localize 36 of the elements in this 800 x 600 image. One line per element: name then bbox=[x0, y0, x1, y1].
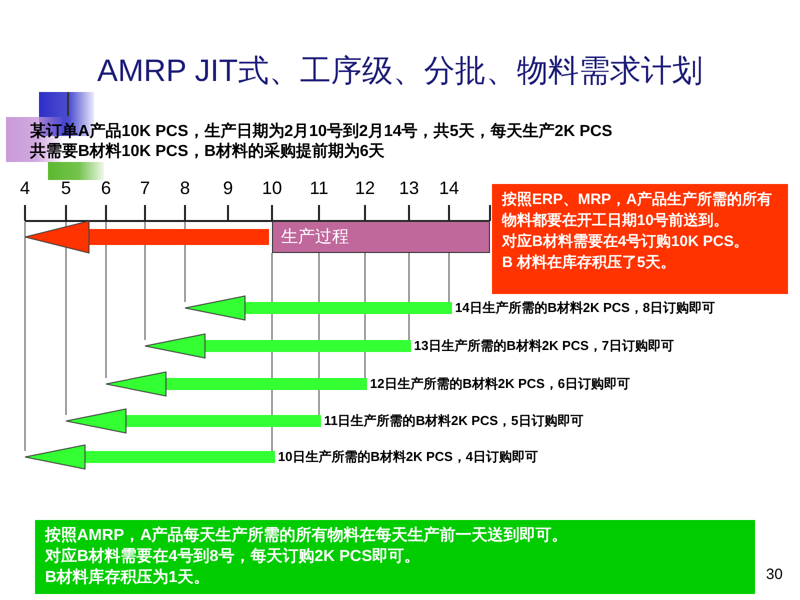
tick-label: 9 bbox=[223, 178, 233, 199]
note-box bbox=[35, 520, 755, 594]
note-text: 按照AMRP，A产品每天生产所需的所有物料在每天生产前一天送到即可。 bbox=[45, 525, 569, 546]
tick-label: 8 bbox=[180, 178, 190, 199]
tick-label: 7 bbox=[140, 178, 150, 199]
note-box bbox=[492, 184, 788, 294]
arrow bbox=[144, 334, 411, 358]
note-text: 对应B材料需要在4号到8号，每天订购2K PCS即可。 bbox=[45, 546, 422, 567]
intro-text: 共需要B材料10K PCS，B材料的采购提前期为6天 bbox=[30, 141, 385, 162]
note-text: 按照ERP、MRP，A产品生产所需的所有物料都要在开工日期10号前送到。 bbox=[502, 190, 774, 231]
process-bar bbox=[272, 221, 490, 253]
note-text: 对应B材料需要在4号订购10K PCS。 bbox=[502, 232, 750, 252]
annotation-text: 12日生产所需的B材料2K PCS，6日订购即可 bbox=[370, 376, 630, 392]
tick-label: 12 bbox=[354, 178, 376, 199]
tick-label: 10 bbox=[262, 178, 282, 199]
intro-text: 某订单A产品10K PCS，生产日期为2月10号到2月14号，共5天，每天生产2K PCS bbox=[30, 121, 612, 142]
annotation-text: 11日生产所需的B材料2K PCS，5日订购即可 bbox=[324, 413, 584, 429]
annotation-text: 13日生产所需的B材料2K PCS，7日订购即可 bbox=[414, 338, 674, 354]
arrow bbox=[66, 408, 321, 434]
arrow bbox=[184, 296, 452, 320]
annotation-text: 14日生产所需的B材料2K PCS，8日订购即可 bbox=[455, 300, 716, 316]
arrow bbox=[24, 444, 275, 470]
note-text: B材料库存积压为1天。 bbox=[45, 567, 210, 588]
tick-label: 4 bbox=[20, 178, 30, 199]
tick-label: 13 bbox=[398, 178, 420, 199]
page-number: 30 bbox=[766, 566, 783, 583]
arrow bbox=[106, 372, 367, 396]
process-label: 生产过程 bbox=[281, 227, 349, 246]
tick-label: 5 bbox=[61, 178, 71, 199]
slide-title: AMRP JIT式、工序级、分批、物料需求计划 bbox=[97, 53, 703, 88]
tick-label: 11 bbox=[310, 178, 328, 199]
annotation-text: 10日生产所需的B材料2K PCS，4日订购即可 bbox=[278, 449, 538, 465]
tick-label: 6 bbox=[101, 178, 111, 199]
note-text: B 材料在库存积压了5天。 bbox=[502, 253, 676, 273]
tick-label: 14 bbox=[438, 178, 460, 199]
arrow bbox=[24, 220, 269, 254]
